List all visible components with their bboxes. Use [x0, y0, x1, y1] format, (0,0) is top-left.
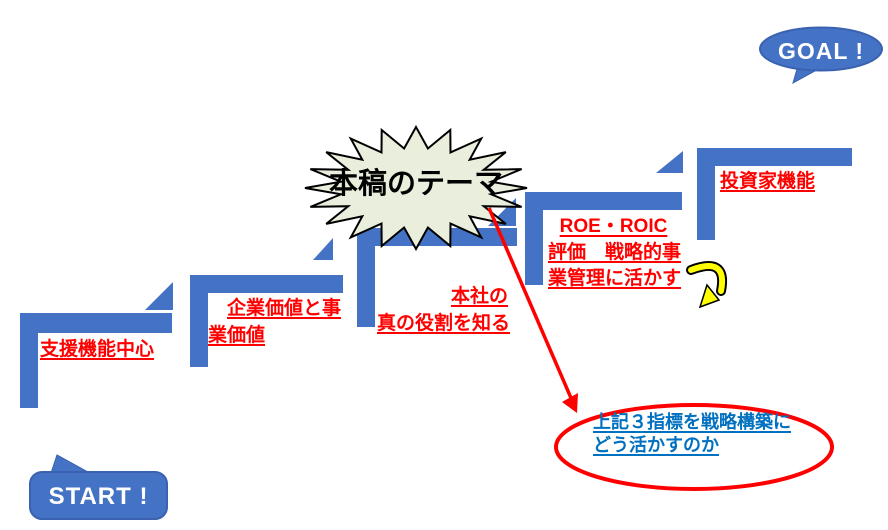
step-1-tread: [20, 313, 172, 333]
step-3-label-line-2: 真の役割を知る: [377, 313, 511, 334]
step-5-tread: [697, 148, 852, 166]
step-2-label-line-1: 企業価値と事: [227, 298, 342, 319]
start-bubble-label: START !: [48, 483, 149, 510]
start-bubble-body: [29, 471, 168, 520]
step-5-riser: [697, 148, 715, 240]
theme-starburst-label: 本稿のテーマ: [328, 168, 503, 200]
goal-bubble-label: GOAL !: [777, 38, 865, 64]
step-5-label: 投資家機能: [720, 171, 816, 192]
yellow-curved-arrow-icon: [686, 261, 728, 309]
step-2-tread: [190, 275, 343, 293]
step-4-label-line-3: 業管理に活かす: [548, 268, 682, 289]
step-1-label: 支援機能中心: [40, 339, 155, 360]
goal-bubble: [759, 26, 883, 85]
step-2-up-triangle-icon: [313, 238, 333, 260]
step-2-label-line-2: 業価値: [208, 325, 266, 346]
start-bubble: [29, 454, 168, 520]
conclusion-ellipse: [554, 403, 834, 491]
red-arrow: [487, 207, 578, 413]
step-4-up-triangle-icon: [656, 151, 683, 173]
conclusion-line-2: どう活かすのか: [593, 435, 719, 455]
theme-starburst: [304, 124, 528, 252]
goal-bubble-body: [759, 26, 883, 72]
conclusion-line-1: 上記３指標を戦略構築に: [593, 412, 791, 432]
step-1-up-triangle-icon: [145, 282, 173, 310]
red-arrow-head-icon: [562, 393, 578, 413]
step-1-riser: [20, 313, 38, 408]
step-3-label-line-1: 本社の: [450, 286, 508, 307]
step-4-tread: [525, 192, 682, 210]
red-arrow-shaft: [487, 207, 573, 399]
step-4-riser: [525, 192, 543, 285]
step-2-riser: [190, 275, 208, 367]
step-4-label-line-1: ROE・ROIC: [559, 216, 668, 237]
step-3-riser: [357, 228, 375, 327]
step-4-label-line-2: 評価 戦略的事: [548, 242, 682, 263]
